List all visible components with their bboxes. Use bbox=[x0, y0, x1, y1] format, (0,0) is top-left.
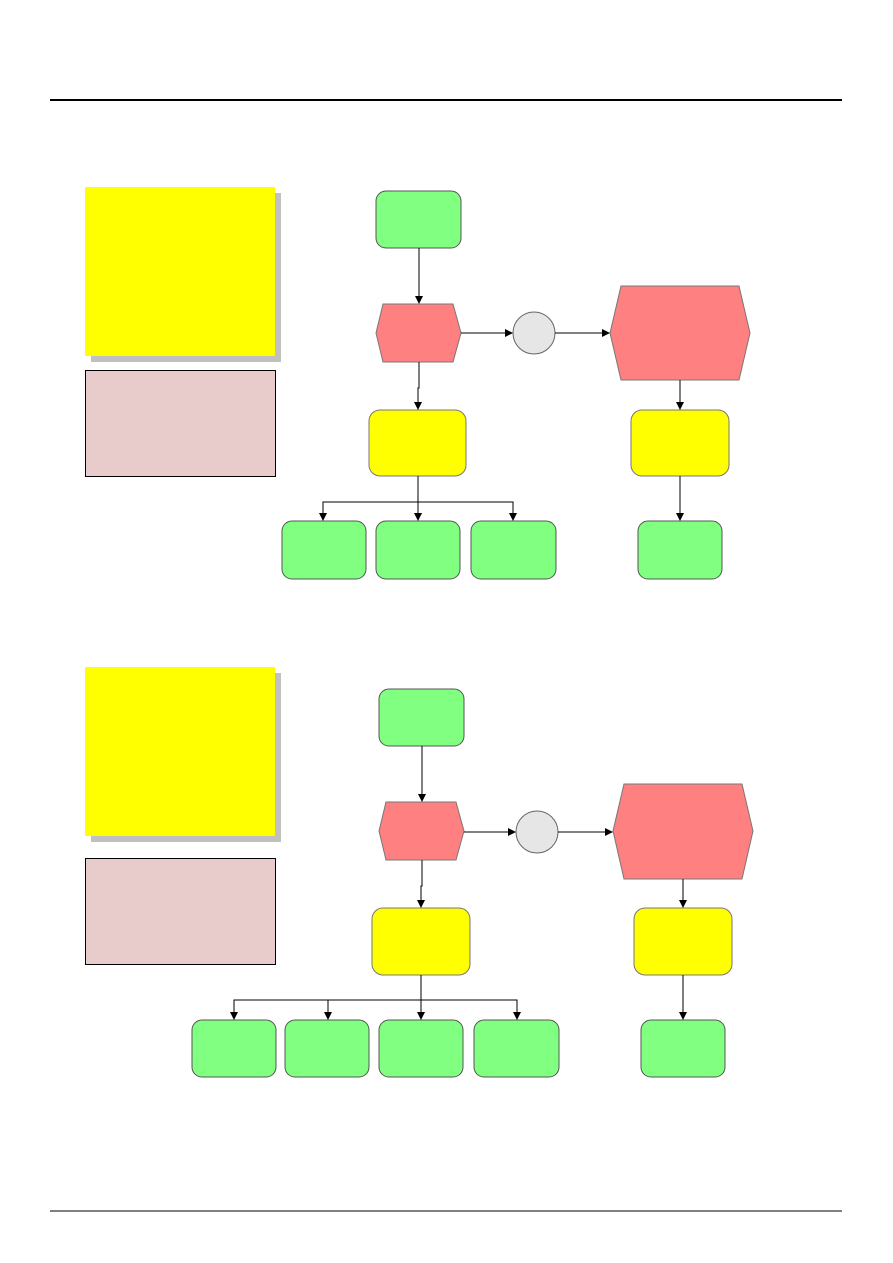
connector-node bbox=[512, 311, 556, 355]
comment-box bbox=[85, 370, 276, 477]
connector-node bbox=[515, 810, 559, 854]
comment-box bbox=[85, 858, 276, 965]
start-function-node bbox=[378, 688, 465, 747]
start-function-node bbox=[375, 190, 462, 249]
process-node-left bbox=[368, 409, 467, 477]
event-node-large bbox=[609, 285, 751, 381]
diagram-1 bbox=[85, 187, 751, 580]
event-node bbox=[375, 303, 462, 363]
output-node-5 bbox=[640, 1019, 726, 1078]
diagram-2 bbox=[85, 667, 754, 1078]
output-node-2 bbox=[375, 520, 461, 580]
sticky-note bbox=[85, 667, 275, 836]
process-node-right bbox=[630, 409, 730, 477]
output-node-1 bbox=[281, 520, 367, 580]
output-node-2 bbox=[284, 1019, 370, 1078]
output-node-3 bbox=[470, 520, 557, 580]
process-node-right bbox=[633, 907, 733, 976]
process-node-left bbox=[371, 907, 471, 976]
output-node-4 bbox=[473, 1019, 560, 1078]
output-node-4 bbox=[637, 520, 723, 580]
arrow bbox=[414, 362, 422, 410]
output-node-3 bbox=[378, 1019, 464, 1078]
arrow bbox=[417, 860, 425, 908]
sticky-note bbox=[85, 187, 275, 356]
output-node-1 bbox=[191, 1019, 277, 1078]
branch-line bbox=[233, 999, 518, 1019]
event-node-large bbox=[612, 783, 754, 880]
event-node bbox=[378, 801, 465, 861]
